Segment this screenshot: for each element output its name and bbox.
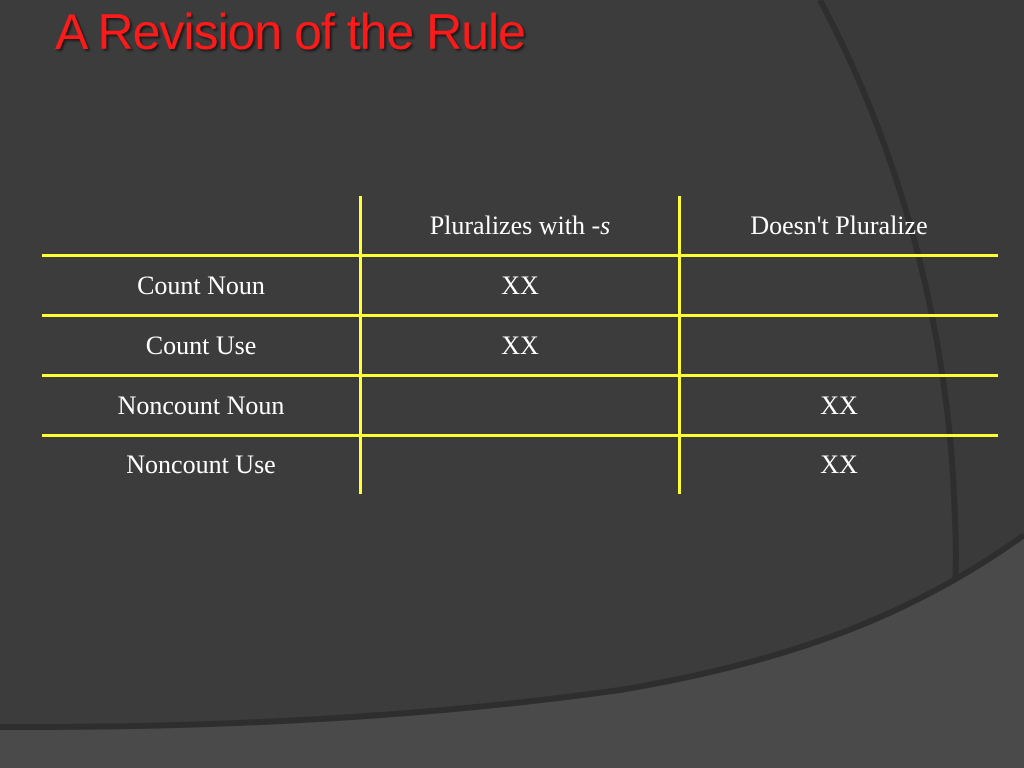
table-line-row-1	[42, 314, 998, 317]
row-label: Count Noun	[137, 271, 265, 300]
table-line-col-2	[678, 196, 681, 494]
background-arc-bottom-edge	[0, 532, 1024, 731]
slide-title: A Revision of the Rule	[55, 4, 526, 60]
cell-pluralizes: XX	[501, 331, 539, 360]
cell-doesnt-pluralize: XX	[820, 450, 858, 479]
row-label: Noncount Use	[126, 450, 276, 479]
header-pluralizes: Pluralizes with -s	[362, 211, 678, 241]
row-label: Noncount Noun	[117, 391, 285, 420]
header-pluralizes-suffix: s	[600, 211, 611, 240]
table-line-col-1	[359, 196, 362, 494]
background-arc-bottom	[0, 535, 1024, 768]
cell-pluralizes: XX	[501, 271, 539, 300]
cell-doesnt-pluralize: XX	[820, 391, 858, 420]
table-line-row-2	[42, 374, 998, 377]
header-doesnt-pluralize: Doesn't Pluralize	[750, 211, 928, 240]
header-pluralizes-prefix: Pluralizes with -	[429, 211, 601, 240]
table-line-header	[42, 254, 998, 257]
background-arc-top	[0, 0, 956, 768]
table-line-row-3	[42, 434, 998, 437]
row-label: Count Use	[145, 331, 257, 360]
